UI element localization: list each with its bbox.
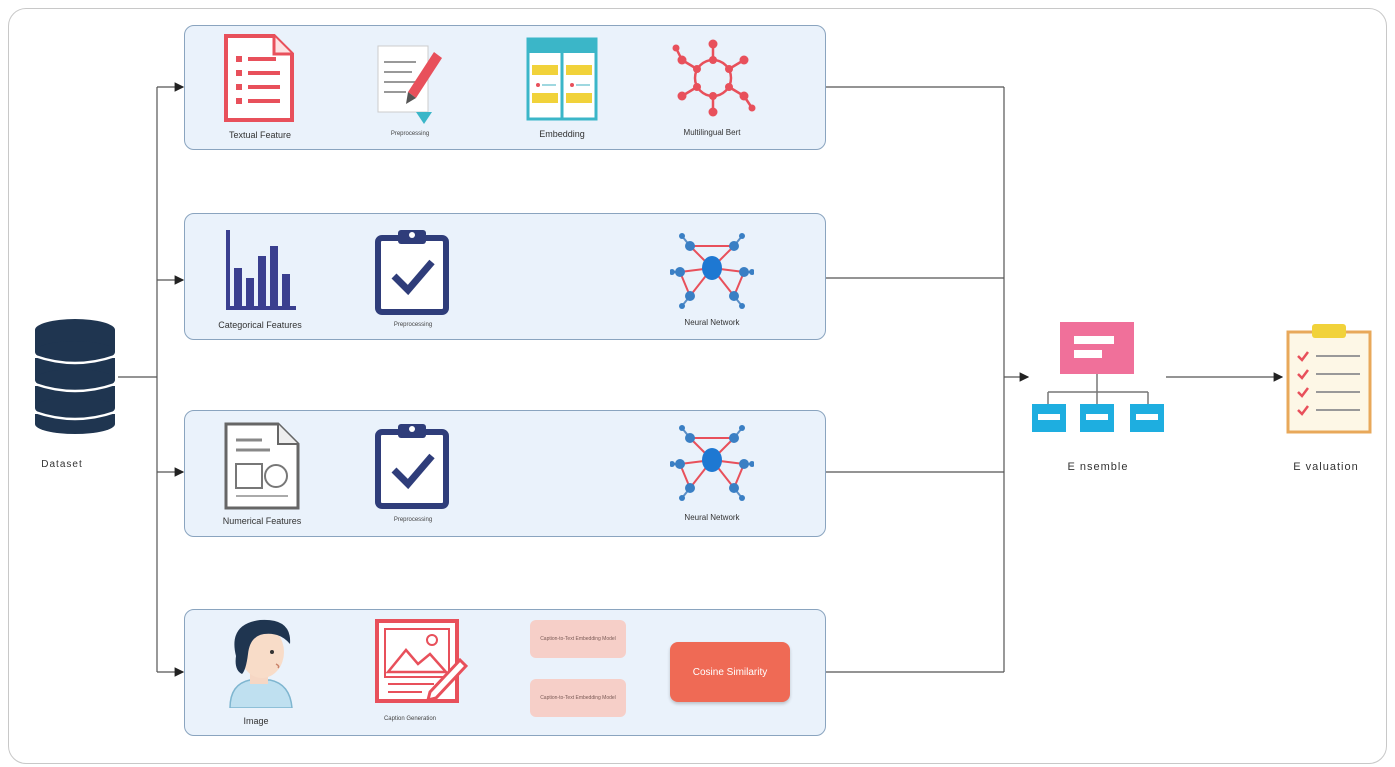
ensemble-label: E nsemble [1067,461,1129,473]
row1-step2-label: Embedding [539,129,585,139]
row4-step1-label: Caption Generation [383,716,437,722]
document-icon [224,34,294,122]
row3-model-label: Neural Network [684,513,740,522]
bar-chart-icon [226,230,296,310]
row2-source-label: Categorical Features [218,320,302,330]
row1-source-label: Textual Feature [228,130,292,140]
cosine-similarity-box: Cosine Similarity [670,642,790,702]
evaluation-checklist-icon [1286,324,1372,434]
row2-step1-label: Preprocessing [393,322,433,328]
person-face-icon [229,619,293,708]
ensemble-hierarchy-icon [1032,322,1164,432]
row2-model-label: Neural Network [684,318,740,327]
clipboard-check-icon [375,424,449,509]
row1-model-label: Multilingual Bert [683,128,741,137]
molecule-network-icon [672,39,756,117]
neural-network-icon [670,233,754,309]
row4-source-label: Image [243,716,269,726]
image-caption-icon [375,619,468,703]
caption-embedding-box-a: Caption-to-Text Embedding Model [530,620,626,658]
embedding-table-icon [526,37,598,121]
form-document-icon [224,422,300,510]
image-pipeline-panel [184,609,826,736]
clipboard-check-icon [375,230,449,315]
dataset-label: Dataset [41,459,83,470]
row3-source-label: Numerical Features [222,516,302,526]
caption-embedding-box-b: Caption-to-Text Embedding Model [530,679,626,717]
numerical-pipeline-panel [184,410,826,537]
neural-network-icon [670,425,754,501]
database-icon [34,319,116,434]
evaluation-label: E valuation [1293,461,1359,473]
row1-step1-label: Preprocessing [390,131,430,137]
pen-note-icon [377,45,442,124]
row3-step1-label: Preprocessing [393,517,433,523]
